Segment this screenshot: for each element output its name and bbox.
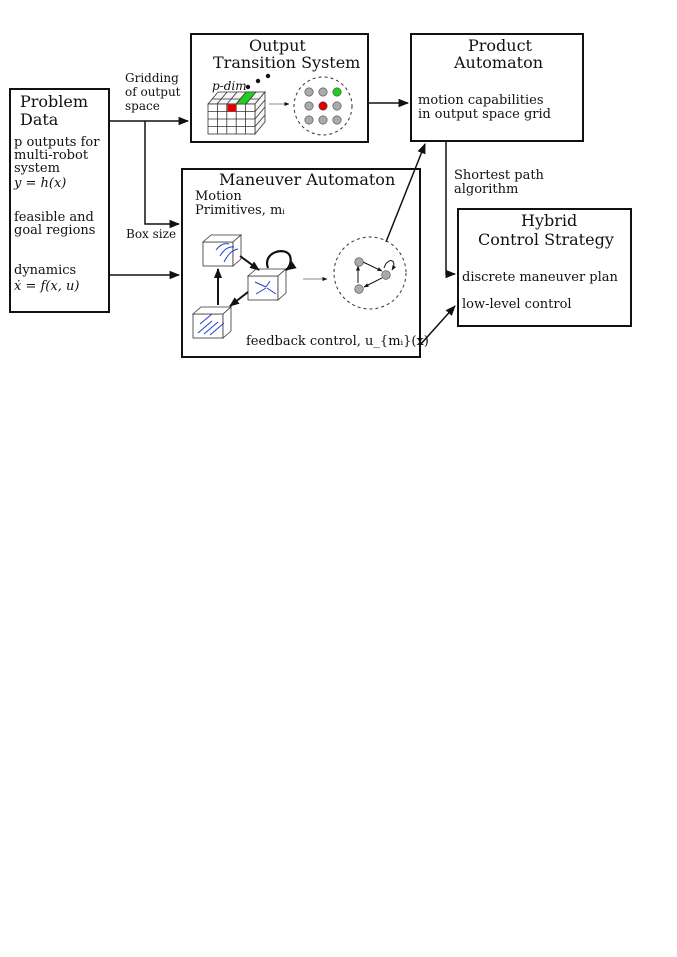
arrow-primitive-right-to-bottom — [229, 291, 249, 307]
transition-graph-nodes — [304, 87, 342, 125]
dynamics-label: dynamics — [14, 263, 77, 278]
problem-data-title-1: Problem — [20, 92, 89, 111]
outputs-equation: y = h(x) — [14, 176, 67, 191]
dimension-dot-1 — [245, 84, 251, 90]
outputs-text-2: multi-robot — [14, 148, 89, 163]
motion-primitives-2: Primitives, mᵢ — [195, 203, 285, 218]
output-grid-cube — [207, 90, 266, 136]
hybrid-title-2: Control Strategy — [478, 230, 614, 249]
gridding-label-2: of output — [125, 85, 181, 99]
problem-data-title-2: Data — [20, 110, 59, 129]
primitive-cube-top-vectors — [215, 243, 239, 263]
p-dim-label: p-dim — [212, 79, 247, 93]
arrow-feedback-to-hybrid — [419, 305, 456, 346]
regions-text-1: feasible and — [14, 210, 94, 225]
self-loop-primitive-right — [265, 250, 297, 271]
low-level-control-label: low-level control — [462, 297, 572, 312]
outputs-text-3: system — [14, 161, 60, 176]
gridding-label-1: Gridding — [125, 71, 179, 85]
box-size-label: Box size — [126, 227, 177, 241]
problem-data-box — [9, 88, 110, 313]
arrow-primitive-top-to-right — [239, 255, 260, 271]
primitive-cube-right-vectors — [254, 280, 277, 295]
hybrid-title-1: Hybrid — [521, 211, 578, 230]
maneuver-title: Maneuver Automaton — [219, 170, 396, 189]
regions-text-2: goal regions — [14, 223, 96, 238]
product-title-1: Product — [468, 36, 532, 55]
motion-primitives-1: Motion — [195, 189, 242, 204]
output-ts-title-2: Transition System — [213, 53, 361, 72]
product-automaton-box — [410, 33, 584, 142]
gridding-label-3: space — [125, 99, 160, 113]
hybrid-control-box — [457, 208, 632, 327]
product-body-1: motion capabilities — [418, 93, 544, 108]
transition-graph-circle — [293, 76, 353, 136]
discrete-plan-label: discrete maneuver plan — [462, 270, 618, 285]
primitive-cube-right — [246, 268, 288, 301]
output-ts-title-1: Output — [249, 36, 306, 55]
dimension-dot-2 — [255, 78, 261, 84]
shortest-path-label-1: Shortest path — [454, 168, 544, 183]
grid-cell-red — [227, 104, 237, 112]
primitive-cube-bottom-vectors — [197, 313, 225, 336]
maneuver-graph-nodes — [354, 257, 391, 294]
primitive-cube-bottom — [191, 306, 233, 339]
dimension-dot-3 — [265, 73, 271, 79]
maneuver-graph-circle — [333, 236, 407, 310]
arrow-box-size-to-maneuver — [144, 121, 181, 229]
outputs-text-1: p outputs for — [14, 135, 100, 150]
primitive-cube-top — [201, 234, 243, 267]
feedback-control-label: feedback control, u_{mᵢ}(x) — [246, 334, 429, 349]
dynamics-equation: ẋ = f(x, u) — [14, 279, 80, 294]
arrow-product-to-hybrid — [445, 142, 457, 279]
arrow-maneuver-to-product — [385, 143, 426, 243]
shortest-path-label-2: algorithm — [454, 182, 519, 197]
product-body-2: in output space grid — [418, 107, 552, 122]
grid-cell-green — [235, 91, 257, 105]
product-title-2: Automaton — [454, 53, 543, 72]
maneuver-graph-edges — [356, 260, 397, 288]
